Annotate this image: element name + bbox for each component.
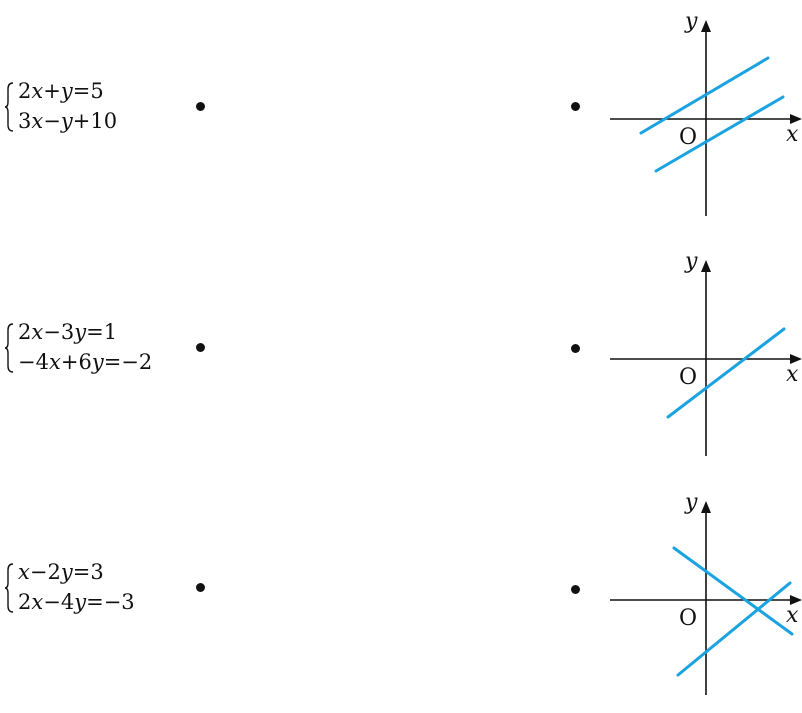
row-1: 2x+y=5 3x−y+10 y x O bbox=[0, 0, 802, 232]
row-3: x−2y=3 2x−4y=−3 y x O bbox=[0, 481, 802, 713]
row-2: 2x−3y=1 −4x+6y=−2 y x O bbox=[0, 240, 802, 472]
line-3-descending bbox=[672, 546, 794, 636]
line-3-ascending bbox=[676, 581, 792, 677]
equation-2a: 2x−3y=1 bbox=[18, 320, 118, 344]
y-axis-arrow-icon bbox=[701, 501, 711, 513]
right-connect-dot-1[interactable] bbox=[571, 102, 580, 111]
origin-label: O bbox=[679, 365, 697, 390]
equation-2b: −4x+6y=−2 bbox=[18, 350, 153, 374]
x-axis-arrow-icon bbox=[790, 595, 802, 605]
x-axis-arrow-icon bbox=[790, 114, 802, 124]
x-axis-label: x bbox=[786, 362, 799, 387]
left-brace-icon bbox=[4, 323, 14, 373]
left-connect-dot-1[interactable] bbox=[196, 102, 205, 111]
origin-label: O bbox=[679, 606, 697, 631]
x-axis-label: x bbox=[786, 122, 799, 147]
left-brace-icon bbox=[4, 563, 14, 613]
y-axis-label: y bbox=[684, 490, 698, 515]
equation-1a: 2x+y=5 bbox=[18, 79, 104, 103]
y-axis-label: y bbox=[684, 9, 698, 34]
y-axis-arrow-icon bbox=[701, 260, 711, 272]
left-brace-icon bbox=[4, 82, 14, 132]
y-axis-label: y bbox=[684, 249, 698, 274]
graph-2: y x O bbox=[600, 240, 802, 460]
equation-3a: x−2y=3 bbox=[18, 560, 104, 584]
x-axis-label: x bbox=[786, 603, 799, 628]
left-connect-dot-2[interactable] bbox=[196, 343, 205, 352]
right-connect-dot-3[interactable] bbox=[571, 585, 580, 594]
right-connect-dot-2[interactable] bbox=[571, 344, 580, 353]
graph-3: y x O bbox=[600, 481, 802, 701]
line-1-upper bbox=[639, 56, 770, 135]
line-2 bbox=[666, 327, 786, 419]
equation-1b: 3x−y+10 bbox=[18, 109, 118, 133]
left-connect-dot-3[interactable] bbox=[196, 583, 205, 592]
line-1-lower bbox=[654, 95, 785, 173]
equation-3b: 2x−4y=−3 bbox=[18, 590, 135, 614]
y-axis-arrow-icon bbox=[701, 20, 711, 32]
graph-1: y x O bbox=[600, 0, 802, 220]
x-axis-arrow-icon bbox=[790, 354, 802, 364]
origin-label: O bbox=[679, 125, 697, 150]
